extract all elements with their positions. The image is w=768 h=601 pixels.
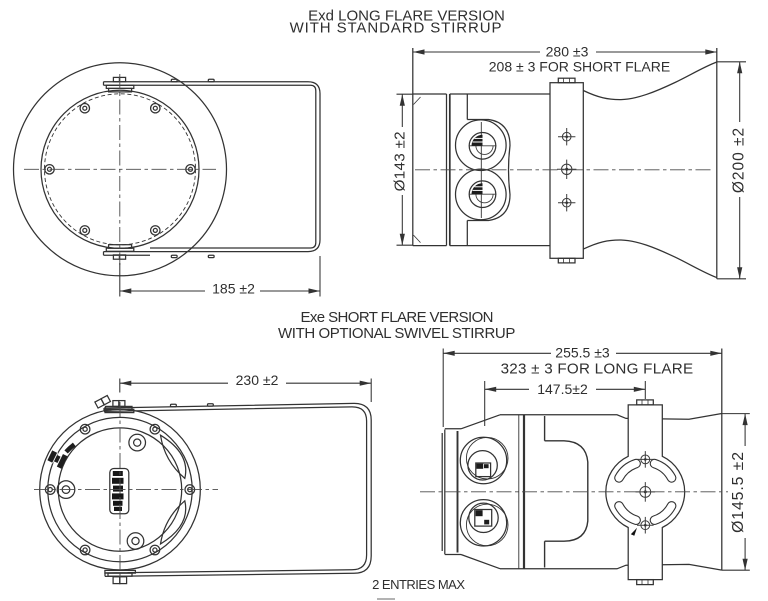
svg-text:208 ± 3 FOR SHORT FLARE: 208 ± 3 FOR SHORT FLARE bbox=[489, 59, 670, 75]
svg-text:255.5 ±3: 255.5 ±3 bbox=[555, 345, 610, 361]
svg-text:185 ±2: 185 ±2 bbox=[212, 281, 255, 297]
svg-text:Exe SHORT FLARE VERSION: Exe SHORT FLARE VERSION bbox=[301, 309, 493, 326]
svg-text:323 ± 3 FOR LONG FLARE: 323 ± 3 FOR LONG FLARE bbox=[501, 361, 694, 378]
svg-text:Ø143 ±2: Ø143 ±2 bbox=[391, 131, 408, 191]
svg-text:2 ENTRIES MAX: 2 ENTRIES MAX bbox=[372, 577, 465, 592]
svg-text:Ø145.5 ±2: Ø145.5 ±2 bbox=[730, 451, 747, 533]
svg-text:Exd LONG FLARE VERSION: Exd LONG FLARE VERSION bbox=[308, 8, 505, 25]
svg-text:147.5±2: 147.5±2 bbox=[537, 381, 588, 397]
svg-text:Ø200 ±2: Ø200 ±2 bbox=[731, 127, 748, 193]
svg-text:230 ±2: 230 ±2 bbox=[236, 372, 279, 388]
svg-text:WITH OPTIONAL SWIVEL STIRRUP: WITH OPTIONAL SWIVEL STIRRUP bbox=[278, 325, 515, 342]
svg-text:WITH STANDARD STIRRUP: WITH STANDARD STIRRUP bbox=[290, 20, 503, 37]
svg-text:280 ±3: 280 ±3 bbox=[546, 44, 589, 60]
